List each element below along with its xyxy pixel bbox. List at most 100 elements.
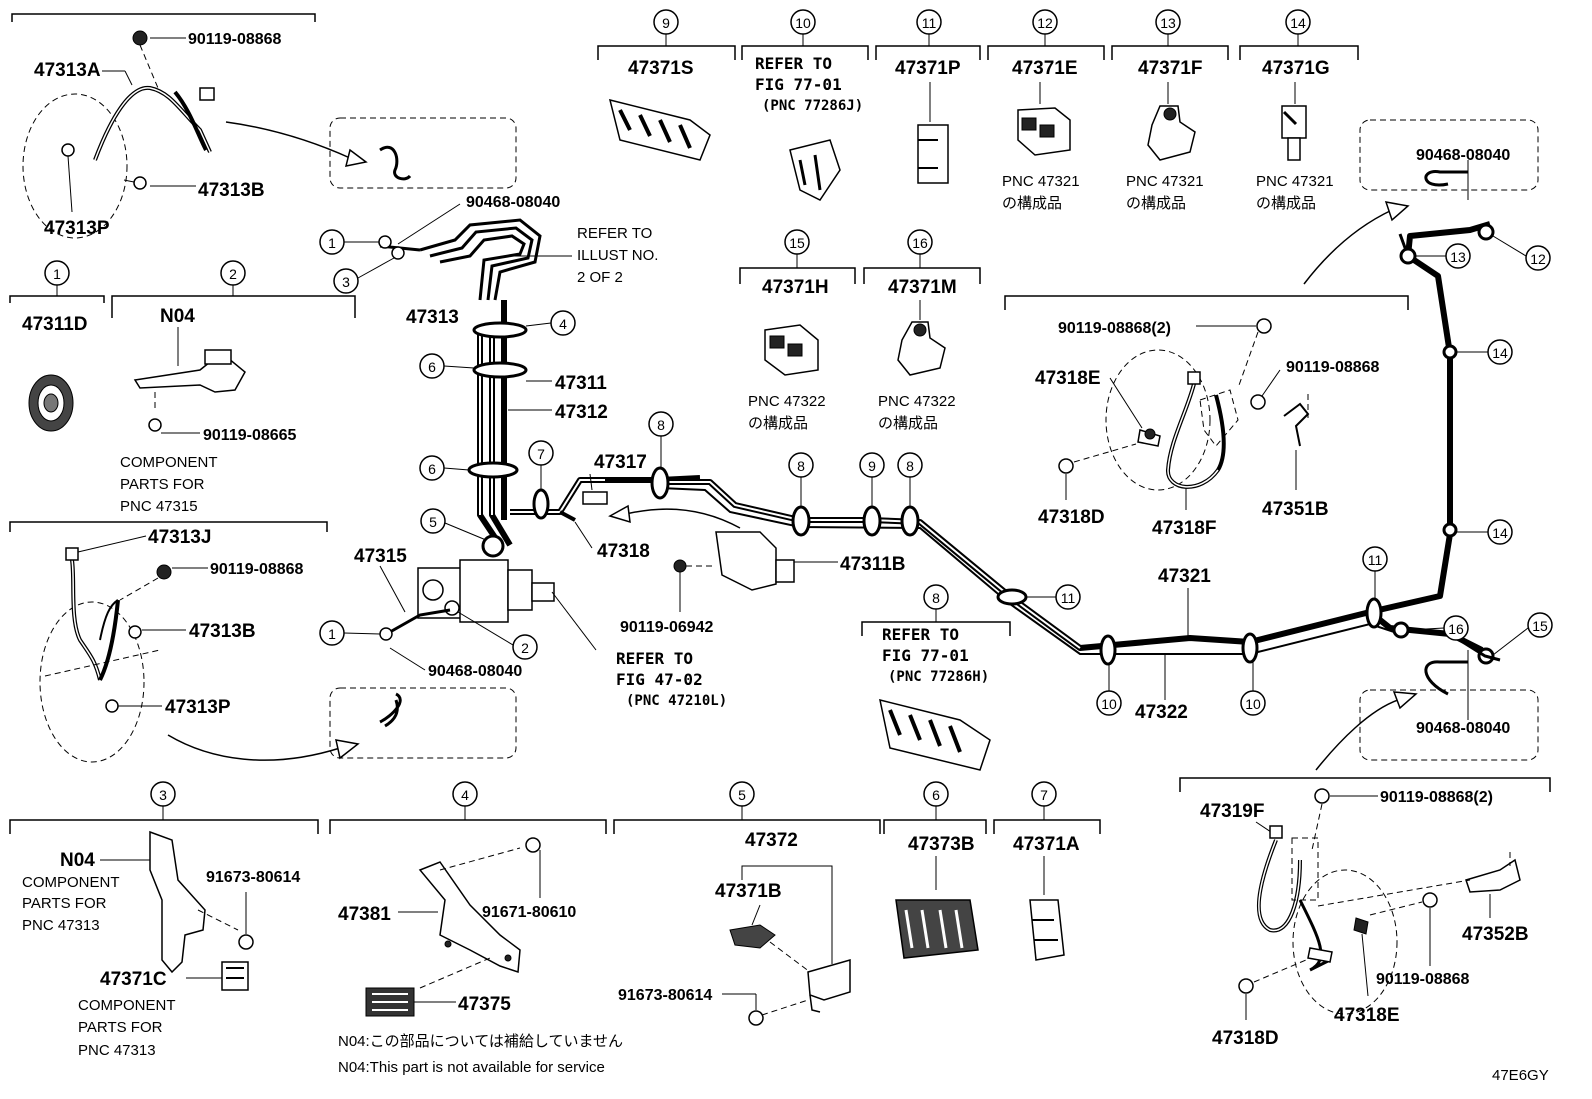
refer-text: (PNC 47210L) <box>626 693 727 709</box>
note-text: PNC 47315 <box>120 498 198 515</box>
bolt-icon <box>748 1010 764 1026</box>
tube-label: 47315 <box>354 546 407 567</box>
callout-number: 2 <box>521 640 529 656</box>
callout-number: 4 <box>559 316 567 332</box>
group-6: 6 47373B <box>883 781 987 959</box>
tube-label: 47322 <box>1135 702 1188 723</box>
bolt-icon <box>238 934 254 950</box>
callouts: 1 3 4 6 6 5 7 1 2 8 8 9 8 11 10 10 11 16 <box>319 229 1553 716</box>
callout-number: 3 <box>342 274 350 290</box>
note-text: COMPONENT <box>22 874 120 891</box>
note-text: PARTS FOR <box>120 476 205 493</box>
group-4: 4 91671-80610 47381 47375 <box>329 781 607 1017</box>
bolt-icon <box>1422 892 1438 908</box>
group-2: 2 N04 90119-08665 COMPONENT PARTS FOR PN… <box>111 260 356 515</box>
callout-number: 6 <box>932 787 940 803</box>
callout-number: 7 <box>537 446 545 462</box>
bolt-label: 90119-08868(2) <box>1058 320 1171 337</box>
refer-text: FIG 77-01 <box>882 646 969 665</box>
bolt-label: 47318D <box>1038 507 1105 528</box>
note-text: PNC 47321 <box>1126 173 1204 190</box>
callout-number: 13 <box>1160 15 1176 31</box>
callout-number: 14 <box>1492 525 1508 541</box>
group-1: 1 47311D <box>9 260 105 432</box>
note-text: PNC 47322 <box>748 393 826 410</box>
tube-label: 47321 <box>1158 566 1211 587</box>
note-text: の構成品 <box>748 415 808 432</box>
group-15: 15 47371H PNC 47322 の構成品 <box>739 229 856 432</box>
callout-number: 11 <box>1061 590 1076 606</box>
main-tube-assembly: 90468-08040 REFER TO ILLUST NO. 2 OF 2 4… <box>354 194 1501 723</box>
bolt-label: 90119-08868 <box>1286 359 1380 376</box>
footnote-en: N04:This part is not available for servi… <box>338 1059 605 1076</box>
clamp-label: 47371B <box>715 881 782 902</box>
bolt-icon <box>128 625 142 639</box>
part-label: 47371H <box>762 277 829 298</box>
note-text: COMPONENT <box>78 997 176 1014</box>
note-text: PNC 47313 <box>78 1042 156 1059</box>
tube-label: 47311 <box>555 373 607 394</box>
hose-label: 47313J <box>148 527 211 548</box>
callout-number: 12 <box>1530 251 1546 267</box>
diagram-code: 47E6GY <box>1492 1067 1549 1084</box>
bolt-icon <box>1314 788 1330 804</box>
note-text: PNC 47322 <box>878 393 956 410</box>
front-left-hose-group: 90119-08868 47313A 47313B 47313P <box>11 13 517 239</box>
bolt-label: 47313B <box>189 621 256 642</box>
clip-label: 90468-08040 <box>428 663 522 680</box>
clamp-label: 47375 <box>458 994 511 1015</box>
rear-left-hose-group: 90468-08040 90119-08868(2) 90119-08868 4… <box>1004 119 1539 539</box>
group-5: 5 47372 47371B 91673-80614 <box>613 781 881 1026</box>
callout-number: 9 <box>868 458 876 474</box>
group-7: 7 47371A <box>993 781 1101 961</box>
valve-label: 47311B <box>840 554 906 575</box>
callout-number: 14 <box>1290 15 1306 31</box>
callout-number: 10 <box>795 15 811 31</box>
bolt-icon <box>1256 318 1272 334</box>
part-label: 47373B <box>908 834 975 855</box>
callout-number: 15 <box>789 235 805 251</box>
clip-label: 90468-08040 <box>1416 147 1510 164</box>
part-label: 47311D <box>22 314 88 335</box>
callout-number: 12 <box>1037 15 1053 31</box>
bolt-icon <box>133 176 147 190</box>
bolt-label: 47318D <box>1212 1028 1279 1049</box>
callout-number: 8 <box>657 417 665 433</box>
callout-number: 6 <box>428 461 436 477</box>
callout-number: 10 <box>1101 696 1117 712</box>
callout-number: 1 <box>328 626 336 642</box>
callout-number: 14 <box>1492 345 1508 361</box>
bracket-label: 47381 <box>338 904 391 925</box>
hose-label: 47318F <box>1152 518 1216 539</box>
callout-number: 16 <box>1448 621 1464 637</box>
clip-label: 47371C <box>100 969 167 990</box>
callout-number: 7 <box>1040 787 1048 803</box>
callout-number: 15 <box>1532 618 1548 634</box>
note-text: PARTS FOR <box>22 895 107 912</box>
part-label: 47371M <box>888 277 957 298</box>
callout-number: 11 <box>1368 552 1383 568</box>
clip-label: 47318E <box>1334 1005 1400 1026</box>
part-label: 47371G <box>1262 58 1330 79</box>
refer-text: REFER TO <box>882 625 959 644</box>
note-text: の構成品 <box>1002 195 1062 212</box>
callout-number: 8 <box>906 458 914 474</box>
callout-number: 4 <box>461 787 469 803</box>
note-text: の構成品 <box>1126 195 1186 212</box>
callout-number: 5 <box>429 514 437 530</box>
callout-number: 10 <box>1245 696 1261 712</box>
clip-label: 47318E <box>1035 368 1101 389</box>
group-11: 11 47371P <box>875 9 981 184</box>
group-13: 13 47371F PNC 47321 の構成品 <box>1111 9 1229 212</box>
group-16: 16 47371M PNC 47322 の構成品 <box>863 229 981 432</box>
bolt-icon <box>148 418 162 432</box>
note-text: PARTS FOR <box>78 1019 163 1036</box>
note-text: PNC 47313 <box>22 917 100 934</box>
part-label: 47371P <box>895 58 961 79</box>
callout-number: 16 <box>912 235 928 251</box>
group-9: 9 47371S <box>597 9 736 161</box>
bolt-icon <box>1250 394 1266 410</box>
note-text: の構成品 <box>1256 195 1316 212</box>
clip-label: 90468-08040 <box>466 194 560 211</box>
